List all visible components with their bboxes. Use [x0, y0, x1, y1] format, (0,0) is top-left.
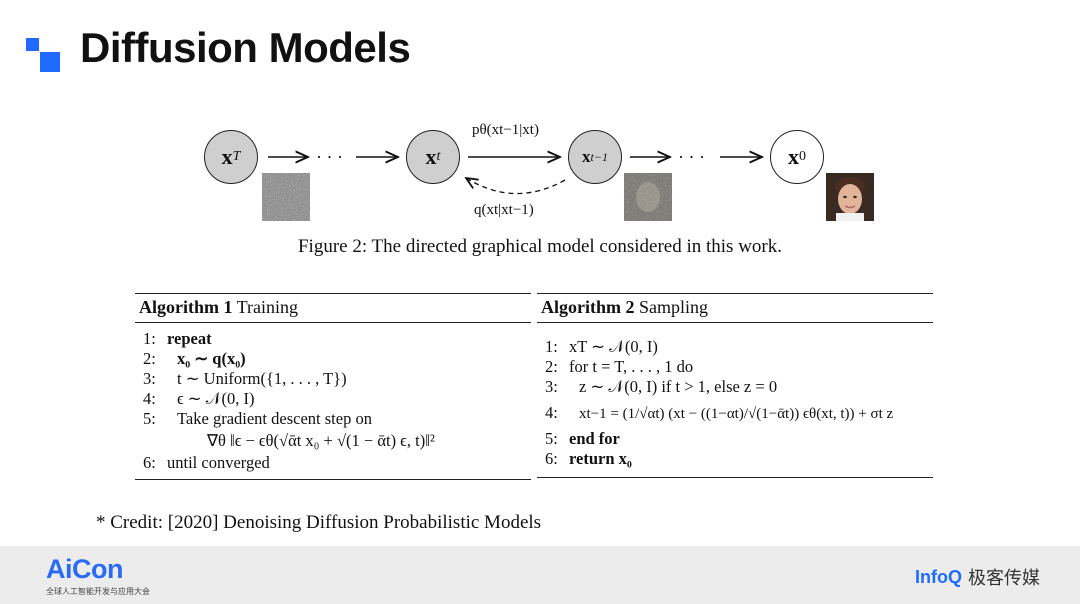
- figure-caption: Figure 2: The directed graphical model c…: [297, 236, 783, 257]
- algo1-line: 4:ϵ ∼ 𝒩(0, I): [143, 389, 255, 408]
- infoq-brand: InfoQ: [915, 566, 962, 587]
- slide-logo-icon: [26, 38, 62, 74]
- aicon-logo: AiCon: [46, 554, 123, 584]
- noise-image-thumbnail: [262, 173, 310, 221]
- algorithm-2-header: Algorithm 2 Sampling: [537, 294, 933, 323]
- algorithm-2-sampling: Algorithm 2 Sampling 1:xT ∼ 𝒩(0, I) 2:fo…: [537, 293, 933, 478]
- arrow-reverse-dashed: [466, 178, 566, 195]
- dots-left: · · ·: [316, 147, 343, 167]
- algo2-line: 6:return x₀: [545, 449, 632, 468]
- algo2-update-formula: 4:xt−1 = (1/√αt) (xt − ((1−αt)/√(1−ᾱt)) …: [545, 403, 894, 422]
- algorithm-1-header: Algorithm 1 Training: [135, 294, 531, 323]
- page-title: Diffusion Models: [80, 24, 411, 71]
- algo1-line: 2:x₀ ∼ q(x₀): [143, 349, 246, 368]
- algo1-line: 5:Take gradient descent step on: [143, 409, 372, 428]
- footer-bar: AiCon 全球人工智能开发与应用大会 InfoQ 极客传媒: [0, 546, 1080, 604]
- algo2-line: 3:z ∼ 𝒩(0, I) if t > 1, else z = 0: [545, 377, 778, 396]
- credit-note: * Credit: [2020] Denoising Diffusion Pro…: [96, 512, 542, 533]
- algo2-line: 1:xT ∼ 𝒩(0, I): [545, 337, 658, 356]
- algo1-gradient-formula: ∇θ ‖ϵ − ϵθ(√ᾱt x₀ + √(1 − ᾱt) ϵ, t)‖²: [207, 431, 435, 450]
- infoq-text: 极客传媒: [968, 568, 1040, 588]
- algo1-line: 1:repeat: [143, 329, 212, 348]
- reverse-transition-label: q(xt|xt−1): [474, 202, 534, 218]
- algo2-line: 5:end for: [545, 429, 620, 448]
- algo1-line: 6:until converged: [143, 453, 270, 472]
- partially-denoised-face-thumbnail: [624, 173, 672, 221]
- algorithm-1-training: Algorithm 1 Training 1:repeat 2:x₀ ∼ q(x…: [135, 293, 531, 480]
- forward-transition-label: pθ(xt−1|xt): [472, 122, 539, 138]
- clean-face-thumbnail: [826, 173, 874, 221]
- graphical-model-diagram: · · · · · ·: [268, 147, 1080, 195]
- dots-right: · · ·: [678, 147, 705, 167]
- algo1-line: 3:t ∼ Uniform({1, . . . , T}): [143, 369, 347, 388]
- algo2-line: 2:for t = T, . . . , 1 do: [545, 357, 694, 376]
- infoq-logo: InfoQ 极客传媒: [915, 564, 1040, 590]
- aicon-subtitle: 全球人工智能开发与应用大会: [46, 587, 150, 596]
